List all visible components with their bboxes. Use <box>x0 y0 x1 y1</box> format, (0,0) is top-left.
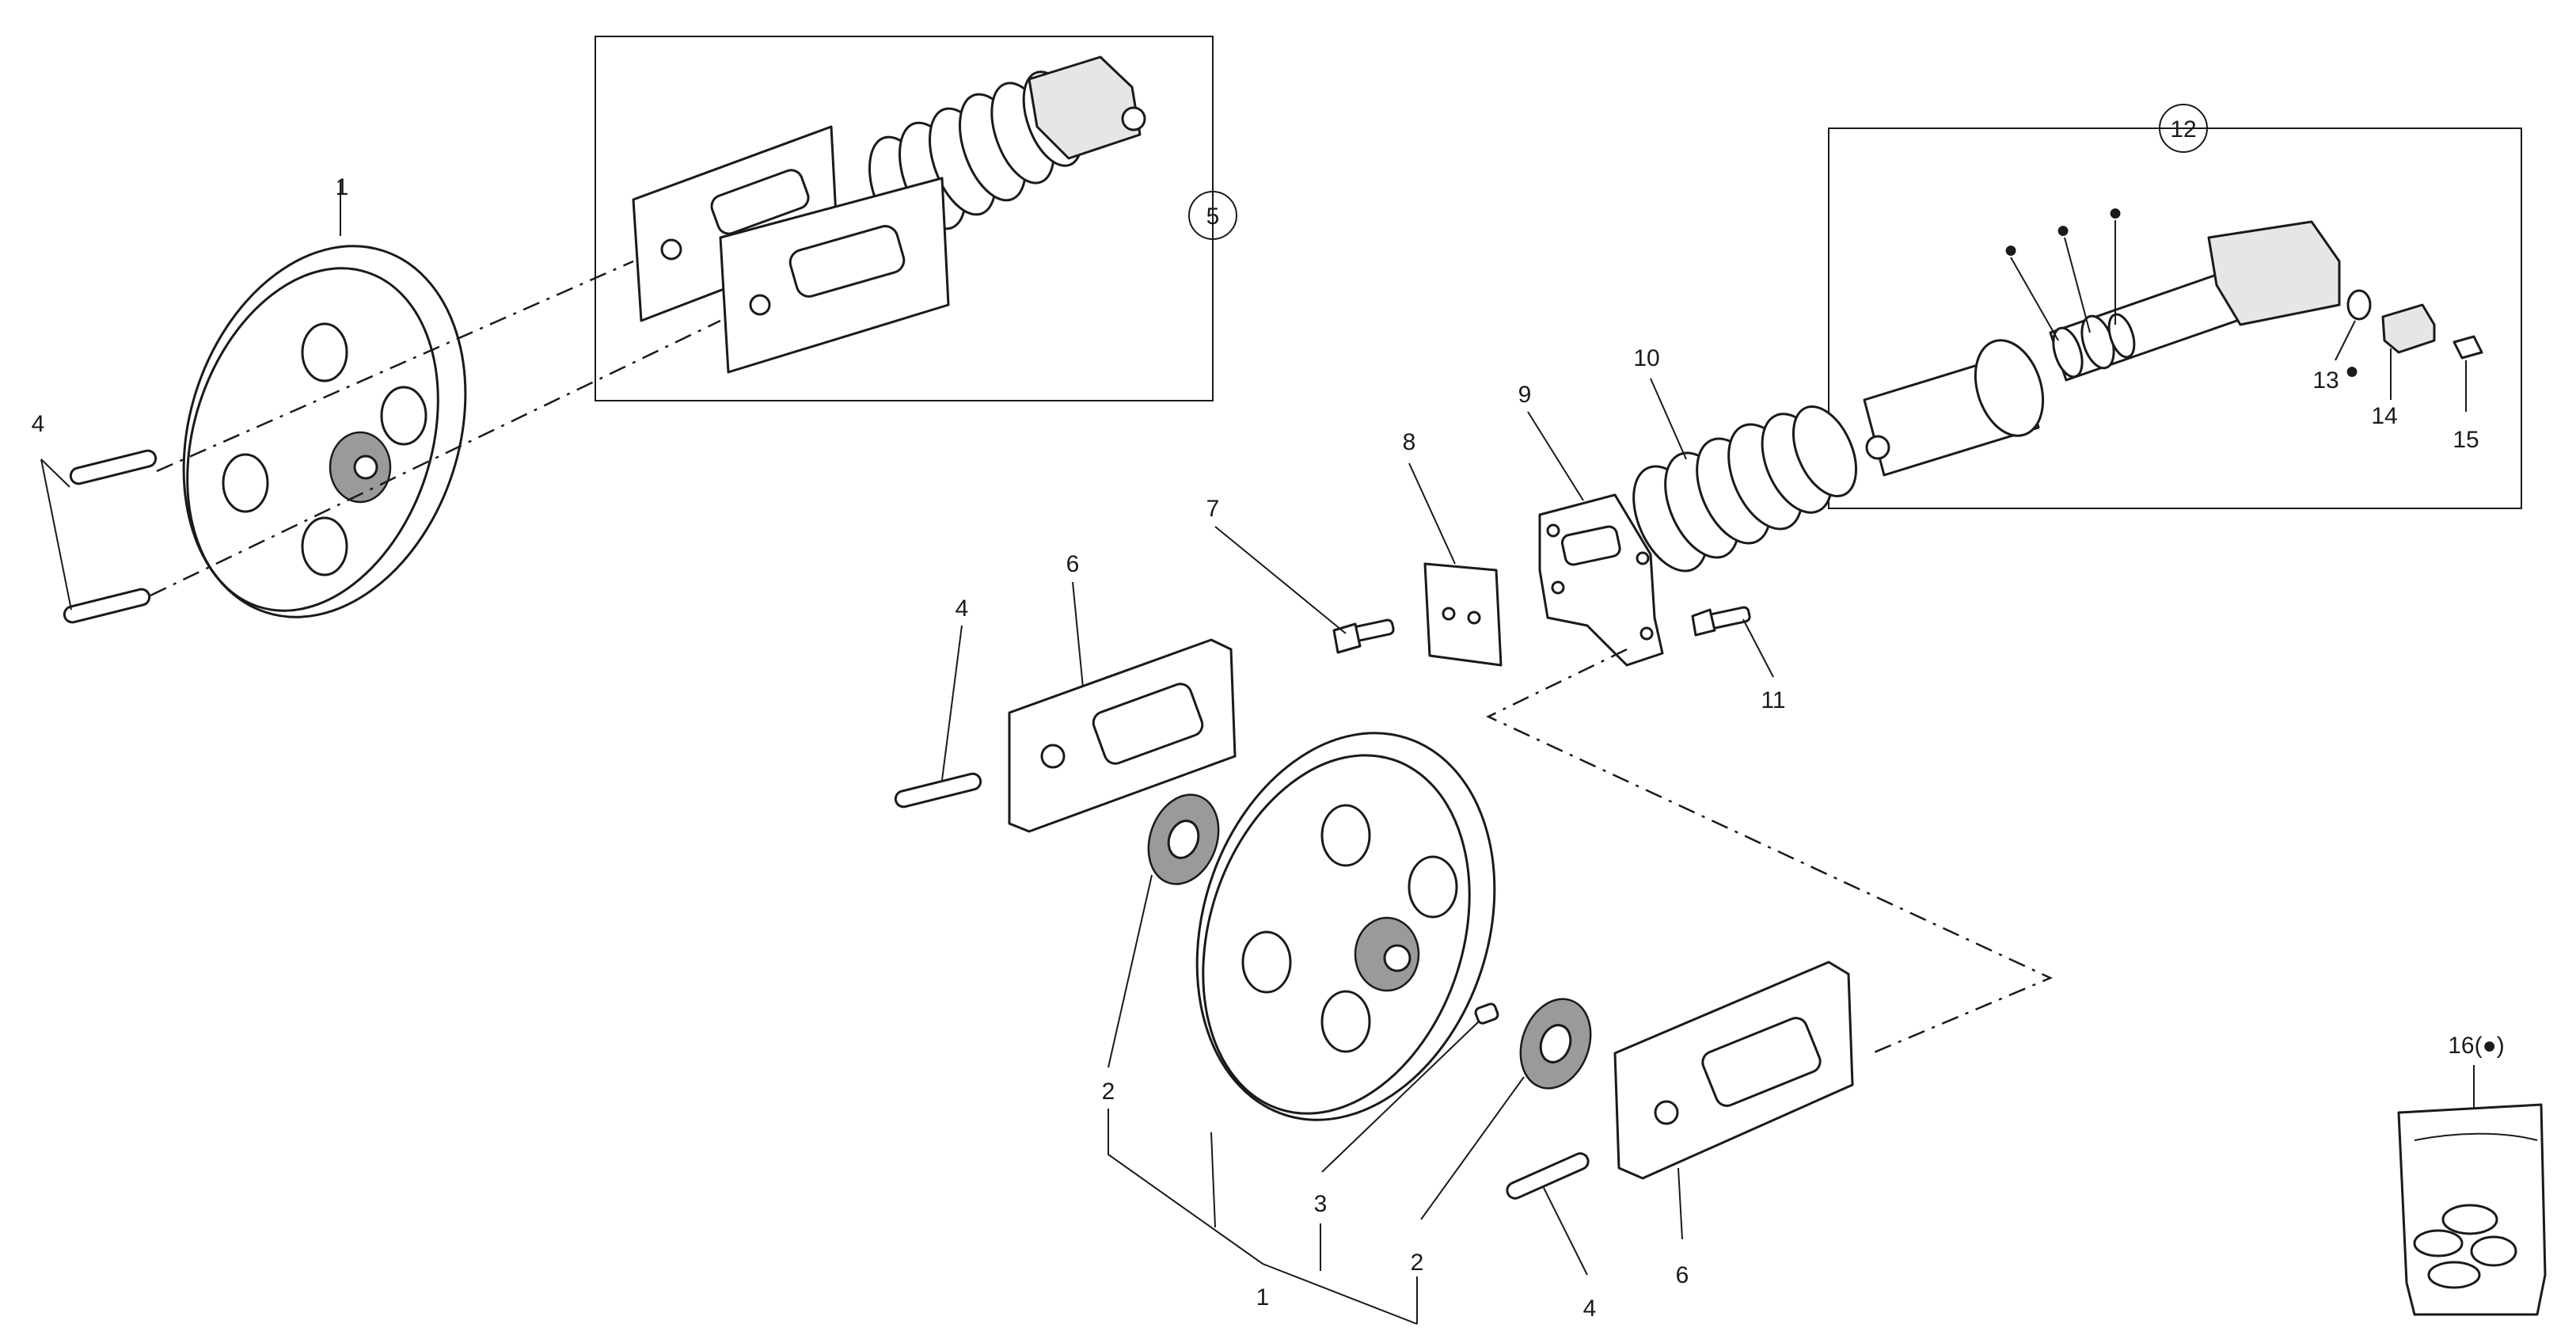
idler-wheel-lower <box>1195 732 1496 1121</box>
bracket-6-right: 6 <box>1613 961 1854 1288</box>
assembly-line-lower <box>1486 648 2054 1055</box>
label-2-right: 2 <box>1411 1250 1424 1276</box>
bearing-2-right: 2 <box>1411 998 1592 1276</box>
label-13: 13 <box>2312 367 2339 394</box>
cylinder-flange <box>1974 339 2045 437</box>
wheel-hole-2 <box>380 386 427 446</box>
lower-wheel-hole-4 <box>1320 990 1371 1053</box>
valve-14-part <box>2381 303 2436 354</box>
flange-9-slot <box>1560 525 1621 566</box>
label-12: 12 <box>2170 116 2196 143</box>
pin-mid: 4 <box>894 595 982 808</box>
idler-wheel-top-left: 1 <box>182 174 467 618</box>
lower-assembly-bracket: 1 <box>1108 1109 1418 1325</box>
cylinder-12-frame: 12 <box>1828 104 2522 509</box>
pin-bottom: 4 <box>1506 1152 1597 1322</box>
cylinder-seal-1 <box>2052 326 2084 379</box>
lower-wheel-hole-1 <box>1320 804 1371 867</box>
label-4-top-left: 4 <box>32 411 45 437</box>
cylinder-rod-end <box>2207 220 2341 326</box>
cylinder-12-callout-circle <box>2159 104 2208 153</box>
kit-16: 16(●) <box>2397 1033 2547 1316</box>
seal-dot-1: ● <box>2004 237 2018 263</box>
plug-3-part <box>1474 1002 1499 1025</box>
label-5: 5 <box>1206 204 1220 230</box>
bolt-7: 7 <box>1206 496 1395 654</box>
wheel-rim-inner <box>186 267 439 612</box>
label-7: 7 <box>1206 496 1220 522</box>
top-bracket-slot <box>788 225 906 298</box>
pin-upper <box>69 449 158 485</box>
pin-bottom-part <box>1506 1152 1590 1200</box>
pins-top-left: 4 <box>32 411 158 624</box>
label-6-right: 6 <box>1676 1262 1689 1288</box>
bolt-11-head <box>1691 608 1716 637</box>
plate-8-part <box>1423 562 1503 667</box>
cylinder-eye <box>1865 435 1890 460</box>
fitting-15-part <box>2453 335 2483 360</box>
bearing-2-left: 2 <box>1102 793 1220 1105</box>
ring-13-part <box>2346 289 2372 321</box>
lower-wheel-rim-inner <box>1202 754 1471 1115</box>
cylinder-small-parts: 13 ● 14 15 <box>2312 289 2483 453</box>
assembly-5-frame: 5 <box>595 36 1237 401</box>
top-rod-end <box>1028 55 1142 160</box>
seal-dot-3: ● <box>2108 200 2122 226</box>
top-bracket-hole-1 <box>660 238 682 261</box>
label-2-left: 2 <box>1102 1079 1115 1105</box>
wheel-hole-4 <box>301 516 348 576</box>
label-9: 9 <box>1518 382 1532 408</box>
top-bracket-hole-2 <box>749 294 771 316</box>
recoil-spring-10: 10 <box>1632 345 1858 573</box>
bracket-6-left-slot <box>1092 683 1204 765</box>
label-4-mid: 4 <box>956 595 969 622</box>
label-4-bottom: 4 <box>1583 1295 1597 1322</box>
bolt-11: 11 <box>1691 606 1786 713</box>
ring-13-dot: ● <box>2345 358 2359 384</box>
assembly-5-callout-circle <box>1188 191 1237 240</box>
seal-dot-2: ● <box>2056 217 2070 243</box>
pin-lower <box>63 588 151 624</box>
label-10: 10 <box>1633 345 1659 371</box>
wheel-hub-center <box>353 455 378 480</box>
label-11: 11 <box>1761 687 1785 713</box>
label-14: 14 <box>2371 403 2397 429</box>
tension-assembly-top <box>632 55 1146 374</box>
bracket-6-left: 6 <box>1008 551 1237 833</box>
plug-3: 3 <box>1314 1002 1499 1217</box>
plate-8: 8 <box>1403 429 1503 667</box>
flange-9: 9 <box>1518 382 1664 667</box>
label-16: 16(●) <box>2448 1033 2504 1059</box>
label-15: 15 <box>2453 427 2479 453</box>
cylinder-12-box <box>1828 127 2522 509</box>
bracket-6-right-slot <box>1701 1017 1822 1107</box>
pin-mid-part <box>894 772 982 808</box>
label-6-left: 6 <box>1066 551 1080 577</box>
top-bracket-slot-back <box>710 169 810 235</box>
label-3: 3 <box>1314 1191 1328 1217</box>
wheel-hole-3 <box>222 453 269 513</box>
lower-wheel-hole-2 <box>1408 855 1458 919</box>
bolt-7-head <box>1332 622 1362 654</box>
lower-wheel-hole-3 <box>1241 930 1292 994</box>
assembly-line-1 <box>156 260 634 473</box>
label-1-top: 1 <box>336 174 349 200</box>
tension-cylinder: ● ● ● <box>1863 200 2341 477</box>
top-grease-fitting <box>1121 106 1146 131</box>
label-8: 8 <box>1403 429 1416 455</box>
assembly-5-box <box>595 36 1214 401</box>
wheel-hole-1 <box>301 322 348 382</box>
label-1-lower: 1 <box>1256 1284 1270 1311</box>
